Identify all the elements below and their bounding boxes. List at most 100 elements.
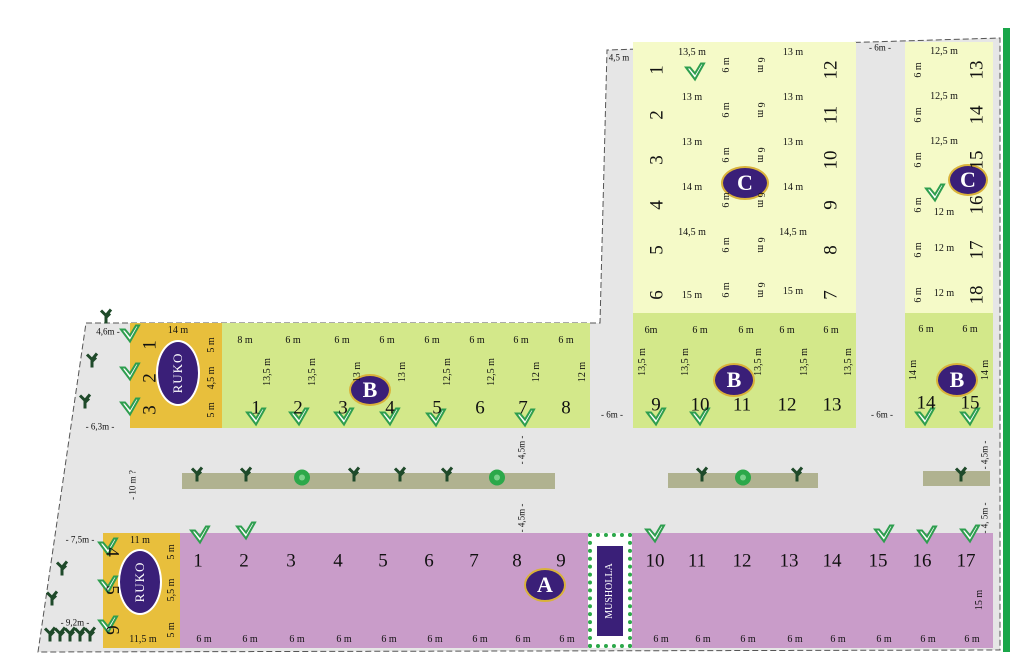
lot-depth: 13 m	[782, 47, 804, 58]
ruko-label: RUKO	[132, 561, 147, 603]
checkmark-icon	[959, 524, 981, 551]
lot-width: 6 m	[918, 324, 934, 335]
lot-depth: 13,5 m	[307, 358, 318, 386]
lot-depth: 13,5 m	[680, 348, 691, 376]
lot-width: 6 m	[513, 335, 529, 346]
checkmark-icon	[288, 407, 310, 434]
checkmark-icon	[514, 408, 536, 435]
musholla-label-box	[597, 546, 623, 636]
lot-number: 2	[646, 110, 668, 120]
lot-depth: 13,5 m	[799, 348, 810, 376]
lot-number: 1	[193, 550, 203, 572]
lot-width: 6 m	[913, 107, 924, 123]
lot-depth: 12 m	[933, 288, 955, 299]
lot-number: 16	[966, 195, 988, 215]
lot-width: 6 m	[876, 634, 892, 645]
lot-depth: 13 m	[681, 92, 703, 103]
lot-number: 6	[424, 550, 434, 572]
lot-number: 9	[556, 550, 566, 572]
lot-depth: 12,5 m	[930, 136, 958, 147]
lot-width: 6 m	[721, 237, 732, 253]
checkmark-icon	[97, 615, 119, 642]
lot-width: 6 m	[472, 634, 488, 645]
lot-depth: 13,5 m	[637, 348, 648, 376]
tree-icon	[440, 466, 454, 487]
lot-width: 6 m	[379, 335, 395, 346]
lot-number: 8	[820, 245, 842, 255]
lot-width: 6 m	[779, 325, 795, 336]
lot-width: 6 m	[738, 325, 754, 336]
lot-number: 10	[645, 550, 665, 572]
lot-width: 6 m	[289, 634, 305, 645]
lot-depth: 14 m	[980, 359, 991, 381]
lot-width: 6 m	[913, 152, 924, 168]
road-dimension: - 4,5m -	[516, 435, 527, 465]
lot-number: 2	[239, 550, 249, 572]
ruko-depth: 11 m	[130, 535, 150, 546]
block-b-west[interactable]	[222, 323, 590, 428]
lot-number: 5	[432, 397, 442, 419]
tree-icon	[954, 466, 968, 487]
lot-depth: 12,5 m	[486, 358, 497, 386]
lot-width: 6 m	[336, 634, 352, 645]
lot-width: 6 m	[721, 57, 732, 73]
lot-number: 5	[646, 245, 668, 255]
tree-icon	[78, 393, 92, 414]
checkmark-icon	[645, 407, 667, 434]
lot-width: 6 m	[558, 335, 574, 346]
lot-depth: 13 m	[352, 361, 363, 383]
road-dimension: - 6m -	[869, 42, 891, 53]
checkmark-icon	[189, 525, 211, 552]
lot-width: 6 m	[196, 634, 212, 645]
checkmark-icon	[119, 397, 141, 424]
lot-width: 6 m	[334, 335, 350, 346]
road-dimension: - 9,2m -	[60, 617, 90, 628]
lot-width: 6 m	[695, 634, 711, 645]
lot-number: 13	[822, 394, 842, 416]
lot-width: 6 m	[721, 282, 732, 298]
lot-number: 11	[732, 394, 752, 416]
checkmark-icon	[916, 525, 938, 552]
ruko-depth: 14 m	[167, 325, 189, 336]
block-a-east[interactable]	[632, 533, 993, 648]
flower-icon	[487, 468, 507, 493]
road-dimension: - 4,5m -	[516, 503, 527, 533]
lot-number: 3	[338, 397, 348, 419]
lot-number: 4	[646, 200, 668, 210]
lot-number: 10	[820, 150, 842, 170]
road-dimension: - 4,5m -	[979, 440, 990, 470]
road-dimension: - 6m -	[601, 409, 623, 420]
lot-depth: 15 m	[782, 286, 804, 297]
lot-number: 11	[820, 105, 842, 125]
block-a-west[interactable]	[180, 533, 588, 648]
lot-depth: 14 m	[782, 182, 804, 193]
ruko-lot-number: 4	[101, 547, 123, 557]
lot-depth: 14,5 m	[779, 227, 807, 238]
lot-number: 4	[385, 397, 395, 419]
lot-width: 6 m	[913, 242, 924, 258]
block-badge: B	[713, 363, 755, 397]
lot-number: 6	[646, 290, 668, 300]
checkmark-icon	[684, 62, 706, 89]
ruko-lot-width: 4,5 m	[206, 366, 217, 390]
lot-width: 6 m	[285, 335, 301, 346]
block-badge: C	[948, 164, 988, 196]
lot-width: 6 m	[559, 634, 575, 645]
lot-depth: 12 m	[531, 361, 542, 383]
lot-depth: 12 m	[933, 243, 955, 254]
checkmark-icon	[245, 407, 267, 434]
lot-number: 13	[779, 550, 799, 572]
ruko-lot-width: 5 m	[166, 622, 177, 638]
lot-number: 1	[251, 397, 261, 419]
lot-depth: 13 m	[782, 92, 804, 103]
lot-number: 17	[956, 550, 976, 572]
tree-icon	[83, 626, 97, 647]
ruko-badge: RUKO	[156, 340, 200, 406]
road-dimension: 4,6m -	[96, 326, 120, 337]
lot-number: 6	[475, 397, 485, 419]
ruko-lot-number: 1	[139, 340, 161, 350]
lot-number: 2	[293, 397, 303, 419]
lot-number: 15	[966, 150, 988, 170]
road-dimension: - 6m -	[871, 409, 893, 420]
lot-number: 17	[966, 240, 988, 260]
